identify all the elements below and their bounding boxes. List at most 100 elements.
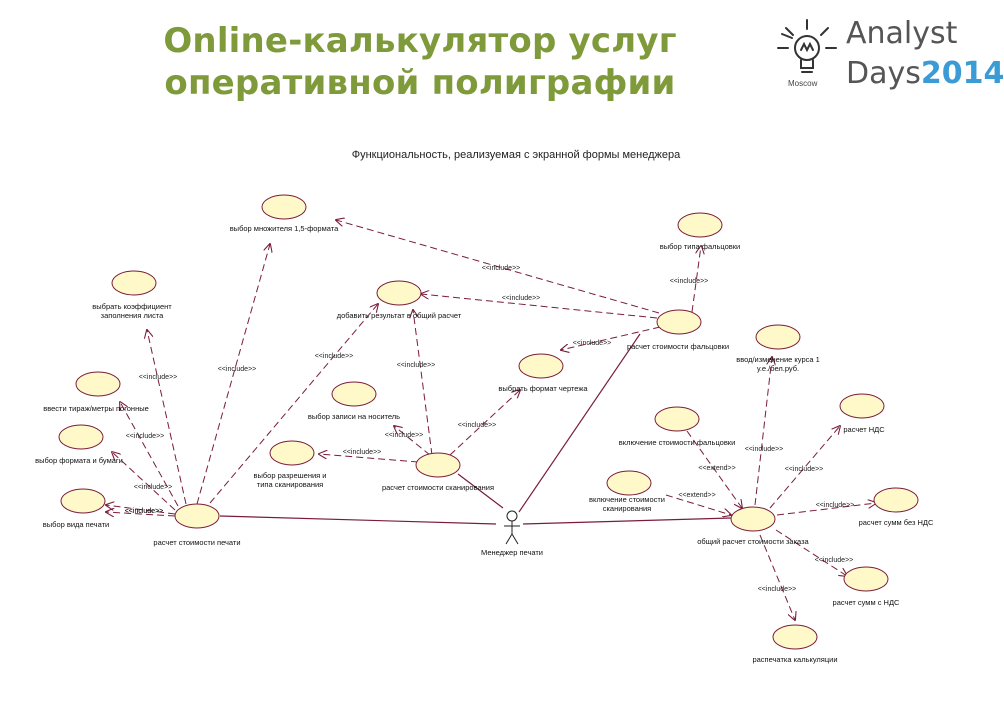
use-case-incl_scan[interactable] [606,470,652,496]
relation-label: <<include>> [139,374,178,381]
use-case-label-fold_calc: расчет стоимости фальцовки [627,342,729,351]
association-scan_calc [457,473,504,509]
relation-label: <<include>> [458,422,497,429]
diagram-caption: Функциональность, реализуемая с экранной… [352,149,681,161]
relation-order_calc-print_out [759,534,795,620]
relation-label: <<extend>> [678,492,715,499]
use-case-label-format_paper: выбор формата и бумаги [35,456,123,465]
relation-fold_calc-add_result [421,294,658,319]
use-case-sum_vat[interactable] [843,566,889,592]
relation-order_calc-sum_vat [775,529,847,576]
slide-title-line-2: оперативной полиграфии [164,63,676,103]
use-case-fill_coef[interactable] [111,270,157,296]
use-case-print_out[interactable] [772,624,818,650]
use-case-resolution[interactable] [269,440,315,466]
relation-print_calc-print_meters [120,402,179,507]
use-case-label-sum_vat: расчет сумм с НДС [833,598,900,607]
use-case-scan_calc[interactable] [415,452,461,478]
association-print_calc [219,515,497,525]
use-case-fold_type[interactable] [677,212,723,238]
relation-scan_calc-add_result [413,310,433,456]
logo-year: 2014 [920,56,1004,91]
logo-word-days: Days2014 [846,54,1004,94]
use-case-print_calc[interactable] [174,503,220,529]
use-cases-layer: выбор множителя 1,5-формата выбрать коэфф… [35,194,934,664]
use-case-label-order_calc: общий расчет стоимости заказа [697,537,809,546]
relation-print_calc-print_type [106,505,176,515]
use-case-print_type[interactable] [60,488,106,514]
use-case-drawing_format[interactable] [518,353,564,379]
actor-label: Менеджер печати [481,548,543,557]
association-order_calc [522,517,732,525]
relation-label: <<include>> [815,557,854,564]
relation-print_calc-print_type [106,512,176,516]
relation-print_calc-format_paper [112,452,176,511]
use-case-mult15[interactable] [261,194,307,220]
use-case-add_result[interactable] [376,280,422,306]
relation-incl_fold-order_calc [686,430,742,508]
relation-label: <<include>> [125,508,164,515]
use-case-sum_no_vat[interactable] [873,487,919,513]
relation-fold_calc-drawing_format [561,326,661,350]
slide-title: Online-калькулятор услуг оперативной пол… [120,20,720,104]
use-case-print_meters[interactable] [75,371,121,397]
relation-label: <<include>> [573,340,612,347]
use-case-incl_fold[interactable] [654,406,700,432]
relation-label: <<include>> [134,484,173,491]
relation-label: <<include>> [385,432,424,439]
relation-incl_scan-order_calc [665,494,731,515]
relation-print_calc-fill_coef [147,330,187,505]
relation-label: <<include>> [343,449,382,456]
use-case-label-media: выбор записи на носитель [308,412,400,421]
relation-label: <<include>> [482,265,521,272]
use-case-rate[interactable] [755,324,801,350]
relation-label: <<include>> [745,446,784,453]
relation-scan_calc-drawing_format [449,390,520,456]
relation-label: <<include>> [670,278,709,285]
logo-wordmark: Analyst Days2014 [846,14,1004,94]
relation-fold_calc-mult15 [336,220,660,314]
relation-label: <<include>> [785,466,824,473]
associations-layer [219,333,732,525]
use-case-label-scan_calc: расчет стоимости сканирования [382,483,494,492]
relation-scan_calc-resolution [319,454,419,463]
relation-print_calc-mult15 [196,244,270,505]
use-case-label-fold_type: выбор типа фальцовки [660,242,741,251]
lightbulb-icon [777,19,837,73]
relation-label: <<include>> [315,353,354,360]
use-case-label-print_calc: расчет стоимости печати [153,538,240,547]
use-case-media[interactable] [331,381,377,407]
relation-label: <<include>> [502,295,541,302]
logo-word-analyst: Analyst [846,16,958,51]
association-fold_calc [518,333,641,513]
relation-order_calc-vat [769,426,840,509]
relation-label: <<extend>> [698,465,735,472]
relation-label: <<include>> [816,502,855,509]
use-case-fold_calc[interactable] [656,309,702,335]
use-case-label-print_out: распечатка калькуляции [752,655,837,664]
relation-label: <<include>> [397,362,436,369]
use-case-format_paper[interactable] [58,424,104,450]
logo-city: Moscow [788,79,818,88]
relation-label: <<include>> [126,433,165,440]
use-case-vat[interactable] [839,393,885,419]
use-case-label-drawing_format: выбрать формат чертежа [498,384,588,393]
relation-order_calc-sum_no_vat [776,503,876,516]
slide-title-line-1: Online-калькулятор услуг [163,21,677,61]
use-case-label-print_type: выбор вида печати [43,520,109,529]
use-case-label-sum_no_vat: расчет сумм без НДС [859,518,934,527]
actor-layer: Менеджер печати [481,510,543,557]
relation-scan_calc-media [394,426,431,456]
use-case-order_calc[interactable] [730,506,776,532]
use-case-label-mult15: выбор множителя 1,5-формата [230,224,339,233]
relation-label: <<include>> [125,508,164,515]
use-case-label-add_result: добавить результат в общий расчет [337,311,462,320]
use-case-label-vat: расчет НДС [843,425,885,434]
logo-word-days-text: Days [846,56,921,91]
actor-figure[interactable] [504,510,520,545]
relation-fold_calc-fold_type [691,246,701,313]
